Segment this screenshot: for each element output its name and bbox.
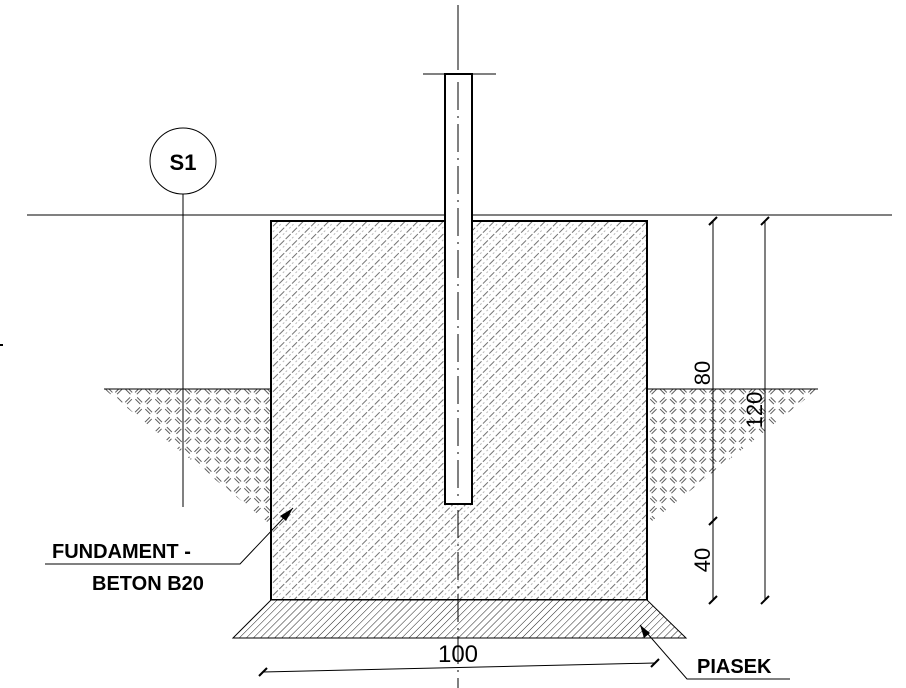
sand-leader xyxy=(639,624,790,680)
dimension-depth-inner xyxy=(708,216,718,605)
section-marker: S1 xyxy=(149,127,217,507)
foundation-label-line2: BETON B20 xyxy=(92,573,204,595)
dimension-width-label: 100 xyxy=(438,641,478,668)
soil-right xyxy=(647,388,818,525)
section-marker-label: S1 xyxy=(170,150,197,175)
dimension-depth-upper-label: 80 xyxy=(690,361,715,385)
sand-label: PIASEK xyxy=(697,656,772,678)
dimension-depth-lower-label: 40 xyxy=(690,548,715,572)
foundation-leader xyxy=(45,507,294,565)
sand-bed xyxy=(231,599,688,639)
soil-left xyxy=(104,388,271,525)
dimension-depth-total-label: 120 xyxy=(742,392,767,429)
dimension-depth-outer xyxy=(760,216,770,605)
foundation-label-line1: FUNDAMENT - xyxy=(52,541,191,563)
dimension-width xyxy=(258,658,660,677)
